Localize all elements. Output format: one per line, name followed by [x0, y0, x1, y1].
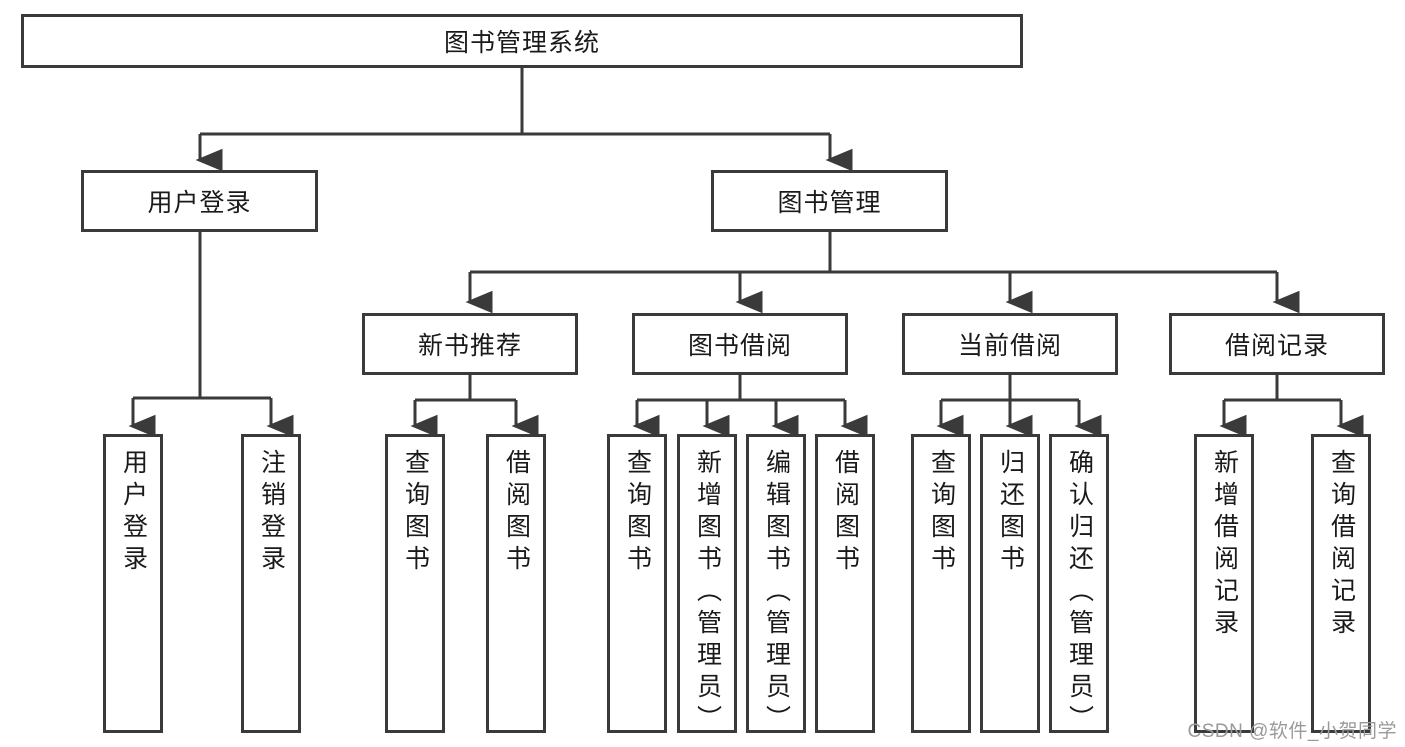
node-label: 借阅图书 — [831, 449, 860, 577]
node-label: 图书管理系统 — [443, 29, 600, 57]
node-borrow-record[interactable]: 借阅记录 — [1169, 313, 1385, 375]
leaf-current-confirm-return[interactable]: 确认归还（管理员） — [1049, 434, 1109, 737]
node-label: 借阅记录 — [1224, 332, 1329, 360]
node-label: 查询图书 — [927, 449, 956, 577]
node-current-borrow[interactable]: 当前借阅 — [902, 313, 1118, 375]
leaf-user-login-logout[interactable]: 注销登录 — [241, 434, 301, 733]
node-new-book-recommend[interactable]: 新书推荐 — [362, 313, 578, 375]
node-label: 新增借阅记录 — [1210, 449, 1239, 641]
node-book-borrow[interactable]: 图书借阅 — [632, 313, 848, 375]
node-label: 借阅图书 — [502, 449, 531, 577]
node-label: 新书推荐 — [417, 332, 522, 360]
node-root-system[interactable]: 图书管理系统 — [21, 14, 1023, 68]
node-label: 新增图书（管理员） — [693, 449, 722, 737]
node-label: 注销登录 — [257, 449, 286, 577]
leaf-borrow-add-book[interactable]: 新增图书（管理员） — [677, 434, 737, 737]
node-label: 查询借阅记录 — [1327, 449, 1356, 641]
node-label: 编辑图书（管理员） — [762, 449, 791, 737]
leaf-recommend-query-book[interactable]: 查询图书 — [385, 434, 445, 733]
leaf-borrow-edit-book[interactable]: 编辑图书（管理员） — [746, 434, 806, 737]
leaf-recommend-borrow-book[interactable]: 借阅图书 — [486, 434, 546, 733]
leaf-borrow-borrow-book[interactable]: 借阅图书 — [815, 434, 875, 733]
node-label: 图书借阅 — [687, 332, 792, 360]
leaf-record-add-record[interactable]: 新增借阅记录 — [1194, 434, 1254, 733]
node-user-login[interactable]: 用户登录 — [81, 170, 318, 232]
node-label: 用户登录 — [119, 449, 148, 577]
node-label: 查询图书 — [623, 449, 652, 577]
leaf-current-return-book[interactable]: 归还图书 — [980, 434, 1040, 733]
leaf-user-login-login[interactable]: 用户登录 — [103, 434, 163, 733]
leaf-record-query-record[interactable]: 查询借阅记录 — [1311, 434, 1371, 733]
node-label: 确认归还（管理员） — [1065, 449, 1094, 737]
node-label: 归还图书 — [996, 449, 1025, 577]
node-label: 图书管理 — [777, 189, 882, 217]
watermark-text: CSDN @软件_小贺同学 — [1187, 721, 1397, 742]
node-label: 查询图书 — [401, 449, 430, 577]
node-label: 当前借阅 — [957, 332, 1062, 360]
leaf-current-query-book[interactable]: 查询图书 — [911, 434, 971, 733]
leaf-borrow-query-book[interactable]: 查询图书 — [607, 434, 667, 733]
node-label: 用户登录 — [147, 189, 252, 217]
node-book-management[interactable]: 图书管理 — [711, 170, 948, 232]
